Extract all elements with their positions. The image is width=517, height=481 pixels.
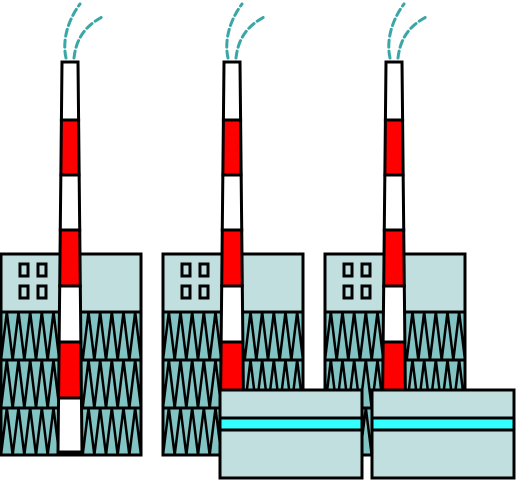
chimney-white-band [381,284,407,344]
turbine-hall-icon [370,388,516,480]
chimney-red-band [383,118,405,177]
smoke-wisp [234,14,268,60]
chimney-icon [56,60,84,454]
chimney-white-band [56,396,84,454]
chimney-white-band [220,173,244,232]
window-icon [180,262,192,278]
chimney-white-band [58,173,82,232]
window-icon [198,262,210,278]
window-icon [198,284,210,300]
smoke-icon [387,2,430,60]
smoke-wisp [396,14,430,60]
window-icon [342,284,354,300]
chimney-red-band [57,340,83,400]
hall-stripe [370,416,516,432]
chimney-red-band [58,228,82,288]
hall-stripe [218,416,364,432]
window-icon [18,284,30,300]
chimney-white-band [221,60,243,122]
window-icon [360,262,372,278]
building-zigzag-pattern [0,407,143,456]
smoke-wisp [225,2,244,60]
chimney-red-band [59,118,81,177]
smoke-icon [225,2,268,60]
chimney-red-band [382,228,406,288]
turbine-hall-icon [218,388,364,480]
smoke-wisp [387,2,406,60]
chimney-white-band [383,60,405,122]
window-icon [18,262,30,278]
window-icon [36,262,48,278]
window-icon [342,262,354,278]
smoke-wisp [72,14,106,60]
smoke-icon [63,2,106,60]
hall-body [218,388,364,480]
chimney-white-band [382,173,406,232]
chimney-red-band [221,118,243,177]
chimney-white-band [59,60,81,122]
chimney-white-band [219,284,245,344]
chimney-red-band [220,228,244,288]
window-icon [36,284,48,300]
window-icon [180,284,192,300]
smoke-wisp [63,2,82,60]
window-icon [360,284,372,300]
chimney-white-band [57,284,83,344]
hall-body [370,388,516,480]
